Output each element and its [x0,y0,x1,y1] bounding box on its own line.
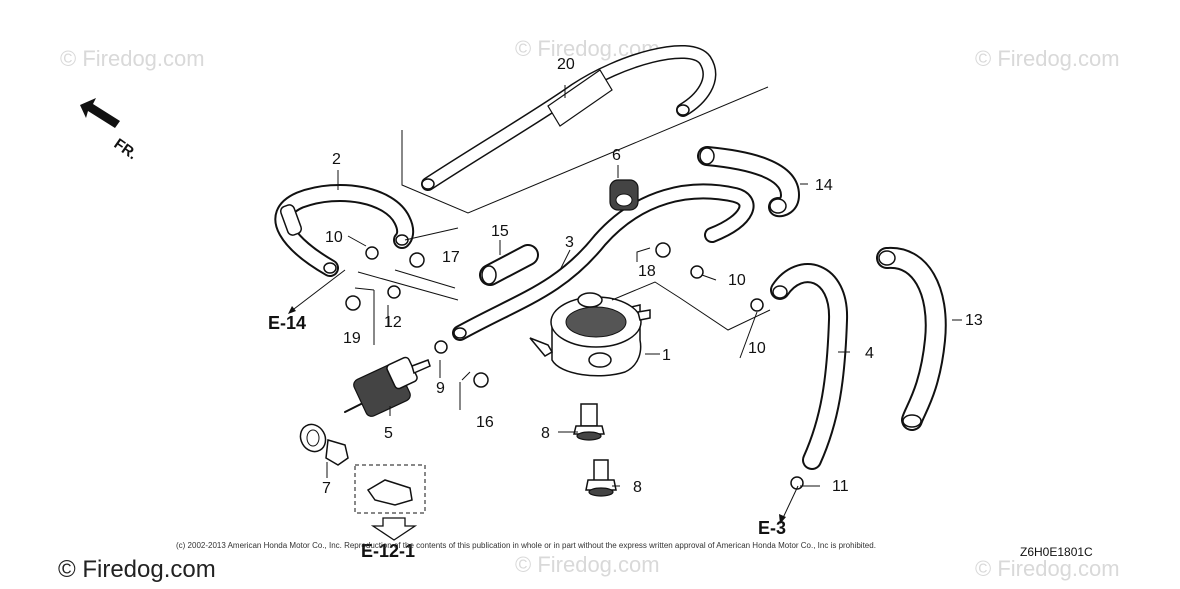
part-14-hose [697,146,800,218]
part-13-hose [876,246,947,431]
watermark-top-right: © Firedog.com [975,46,1120,71]
ref-e3: E-3 [758,518,786,538]
ref-e12-1: E-12-1 [361,541,415,561]
callout-5: 5 [384,425,393,442]
callout-19: 19 [343,330,361,347]
part-2-hose [274,183,415,277]
watermark-bottom-right: © Firedog.com [975,556,1120,581]
callout-1: 1 [662,347,671,364]
callout-15: 15 [491,223,509,240]
part-4-hose [770,263,849,470]
part-20-hose [401,45,769,214]
orientation-label: FR. [111,135,141,163]
watermark-bottom-center: © Firedog.com [515,552,660,577]
callout-10-left: 10 [325,229,343,246]
callout-16: 16 [476,414,494,431]
callout-8-upper: 8 [541,425,550,442]
part-6-grommet [609,179,639,211]
callout-17: 17 [442,249,460,266]
callout-9: 9 [436,380,445,397]
part-3-hose [452,183,755,341]
watermark-top-left: © Firedog.com [60,46,205,71]
callout-8-lower: 8 [633,479,642,496]
part-15-tube [479,244,539,286]
callout-4: 4 [865,345,874,362]
front-direction-arrow-icon [80,98,120,128]
part-5-fuel-filter [344,356,431,417]
callout-10-right: 10 [728,272,746,289]
watermark-bottom-left: © Firedog.com [58,556,216,583]
callout-12: 12 [384,314,402,331]
part-8-bolt-upper [573,403,605,441]
callout-13: 13 [965,312,983,329]
callout-2: 2 [332,151,341,168]
callout-14: 14 [815,177,833,194]
e12-bracket-box [354,464,426,541]
part-7-clip [299,423,349,466]
callout-3: 3 [565,234,574,251]
ref-e14: E-14 [268,313,306,333]
callout-18: 18 [638,263,656,280]
diagram-code: Z6H0E1801C [1020,545,1093,559]
callout-10-lower: 10 [748,340,766,357]
callout-20: 20 [557,56,575,73]
part-1-fuel-pump [529,292,651,377]
clamp-small-parts [345,242,804,490]
callout-11: 11 [832,478,849,495]
copyright-notice: (c) 2002-2013 American Honda Motor Co., … [176,541,876,550]
callout-6: 6 [612,147,621,164]
callout-7: 7 [322,480,331,497]
part-8-bolt-lower [585,459,617,497]
